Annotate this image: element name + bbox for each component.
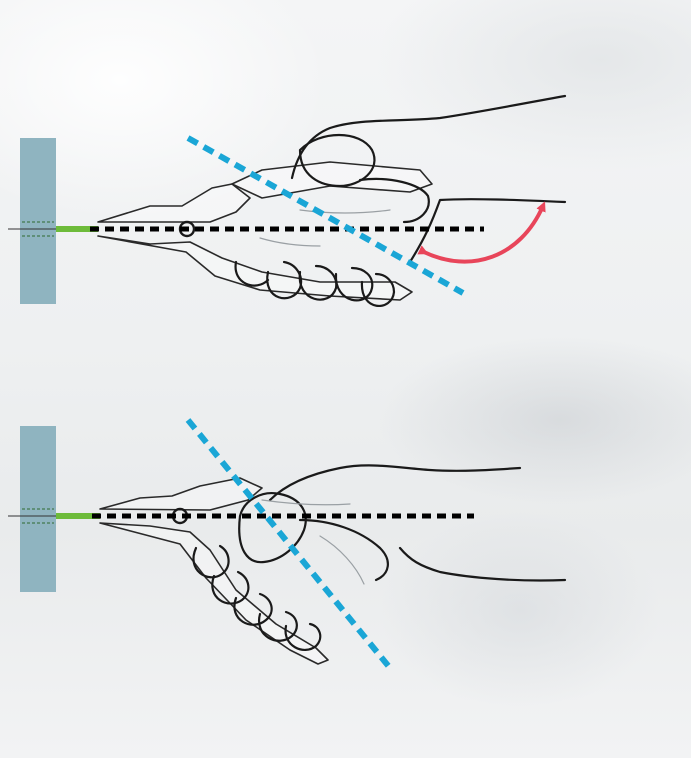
hand-top-creases	[260, 210, 390, 246]
hand-axis-bottom	[188, 420, 390, 668]
hand-bottom-wrist-upper	[270, 465, 520, 500]
bottom-panel	[8, 420, 565, 668]
pliers-lower-handle-top	[98, 236, 412, 300]
hand-bottom-creases	[262, 500, 364, 584]
hand-bottom-wrist-lower	[400, 548, 565, 581]
rotation-arrow-top	[424, 206, 543, 262]
pliers-upper-handle-top	[232, 162, 432, 198]
hand-bottom-palm	[300, 520, 388, 580]
pliers-upper-jaw-top	[98, 184, 250, 222]
hand-top	[236, 96, 565, 306]
top-panel	[8, 96, 565, 306]
pliers-bottom	[100, 478, 328, 664]
board-top	[20, 138, 56, 304]
